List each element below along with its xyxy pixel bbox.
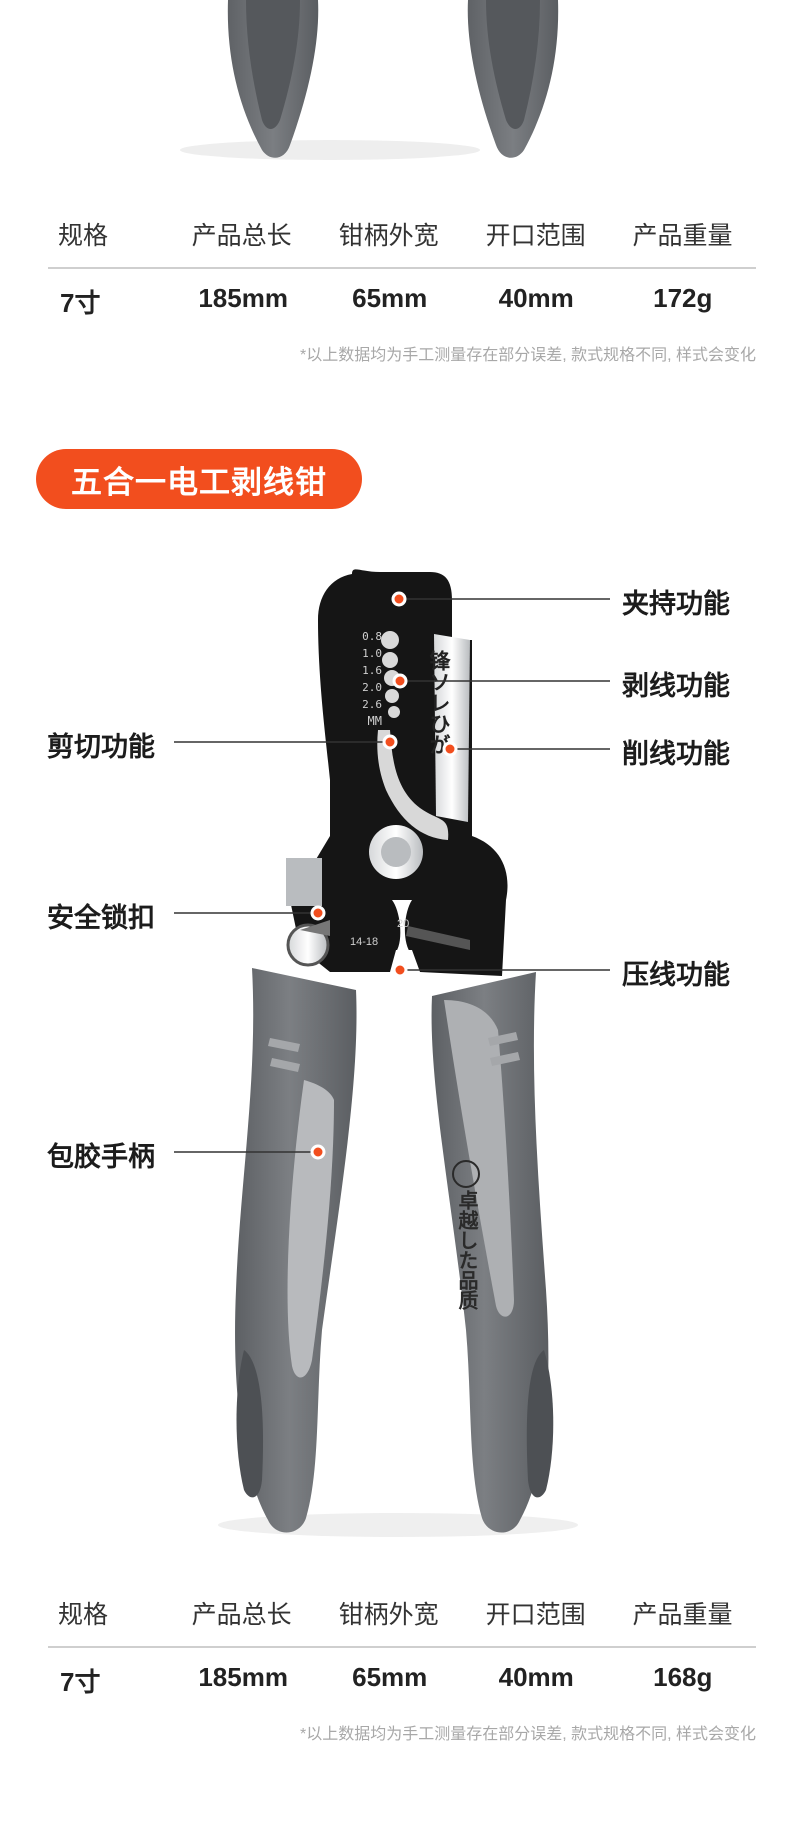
- feature-label-clamp: 夹持功能: [622, 589, 730, 619]
- spec-header-row: 规格 产品总长 钳柄外宽 开口范围 产品重量: [48, 1595, 756, 1631]
- spec-header: 产品重量: [632, 222, 733, 250]
- spec-value: 185mm: [198, 283, 288, 313]
- callout-dot: [391, 591, 407, 607]
- callout-dot: [392, 673, 408, 689]
- feature-label-cut: 剪切功能: [47, 732, 155, 762]
- callout-dot: [442, 741, 458, 757]
- strip-scale: 0.8 1.0 1.6 2.0 2.6 MM: [352, 628, 382, 730]
- feature-label-crimp: 压线功能: [622, 960, 730, 990]
- spec-value-row: 7寸 185mm 65mm 40mm 168g: [48, 1662, 756, 1699]
- crimp-size-a: 14-18: [350, 936, 379, 948]
- feature-label-grip: 包胶手柄: [47, 1142, 155, 1172]
- callout-dot: [310, 1144, 326, 1160]
- spec-value: 40mm: [498, 1662, 574, 1692]
- feature-label-strip: 剥线功能: [622, 671, 730, 701]
- scale-unit: MM: [367, 714, 382, 728]
- spec-header: 开口范围: [485, 1601, 586, 1629]
- spec-header: 钳柄外宽: [338, 222, 439, 250]
- scale-mark: 2.6: [362, 698, 382, 711]
- spec-table: 规格 产品总长 钳柄外宽 开口范围 产品重量 7寸 185mm 65mm 40m…: [48, 216, 756, 320]
- spec-value: 168g: [653, 1662, 713, 1692]
- spec-value: 40mm: [498, 283, 574, 313]
- spec-value: 65mm: [352, 1662, 428, 1692]
- spec-value: 7寸: [60, 288, 101, 318]
- spec-value: 65mm: [352, 283, 428, 313]
- handle-logo-icon: [452, 1160, 480, 1188]
- crimp-size-b: 20: [397, 918, 410, 930]
- spec-divider: [48, 1646, 756, 1648]
- feature-label-lock: 安全锁扣: [47, 903, 155, 933]
- scale-mark: 0.8: [362, 630, 382, 643]
- measurement-note: *以上数据均为手工测量存在部分误差, 款式规格不同, 样式会变化: [299, 347, 756, 364]
- spec-value-row: 7寸 185mm 65mm 40mm 172g: [48, 283, 756, 320]
- spec-header: 产品总长: [191, 222, 292, 250]
- measurement-note: *以上数据均为手工测量存在部分误差, 款式规格不同, 样式会变化: [299, 1726, 756, 1743]
- section-title-badge: 五合一电工剥线钳: [36, 449, 362, 509]
- spec-header-row: 规格 产品总长 钳柄外宽 开口范围 产品重量: [48, 216, 756, 252]
- spec-header: 规格: [58, 1601, 109, 1629]
- callout-dot: [382, 734, 398, 750]
- scale-mark: 2.0: [362, 681, 382, 694]
- spec-value: 7寸: [60, 1667, 101, 1697]
- top-handles-image: [180, 0, 559, 160]
- spec-header: 产品总长: [191, 1601, 292, 1629]
- callout-dot: [392, 962, 408, 978]
- blade-brand-text: 锋ソレひが: [427, 650, 450, 755]
- spec-value: 172g: [653, 283, 713, 313]
- spec-header: 开口范围: [485, 222, 586, 250]
- spec-value: 185mm: [198, 1662, 288, 1692]
- feature-label-shave: 削线功能: [622, 739, 730, 769]
- handle-brand-text: 卓越した品质: [455, 1190, 477, 1310]
- spec-header: 产品重量: [632, 1601, 733, 1629]
- spec-table: 规格 产品总长 钳柄外宽 开口范围 产品重量 7寸 185mm 65mm 40m…: [48, 1595, 756, 1699]
- spec-header: 规格: [58, 222, 109, 250]
- scale-mark: 1.0: [362, 647, 382, 660]
- spec-header: 钳柄外宽: [338, 1601, 439, 1629]
- spec-divider: [48, 267, 756, 269]
- callout-dot: [310, 905, 326, 921]
- scale-mark: 1.6: [362, 664, 382, 677]
